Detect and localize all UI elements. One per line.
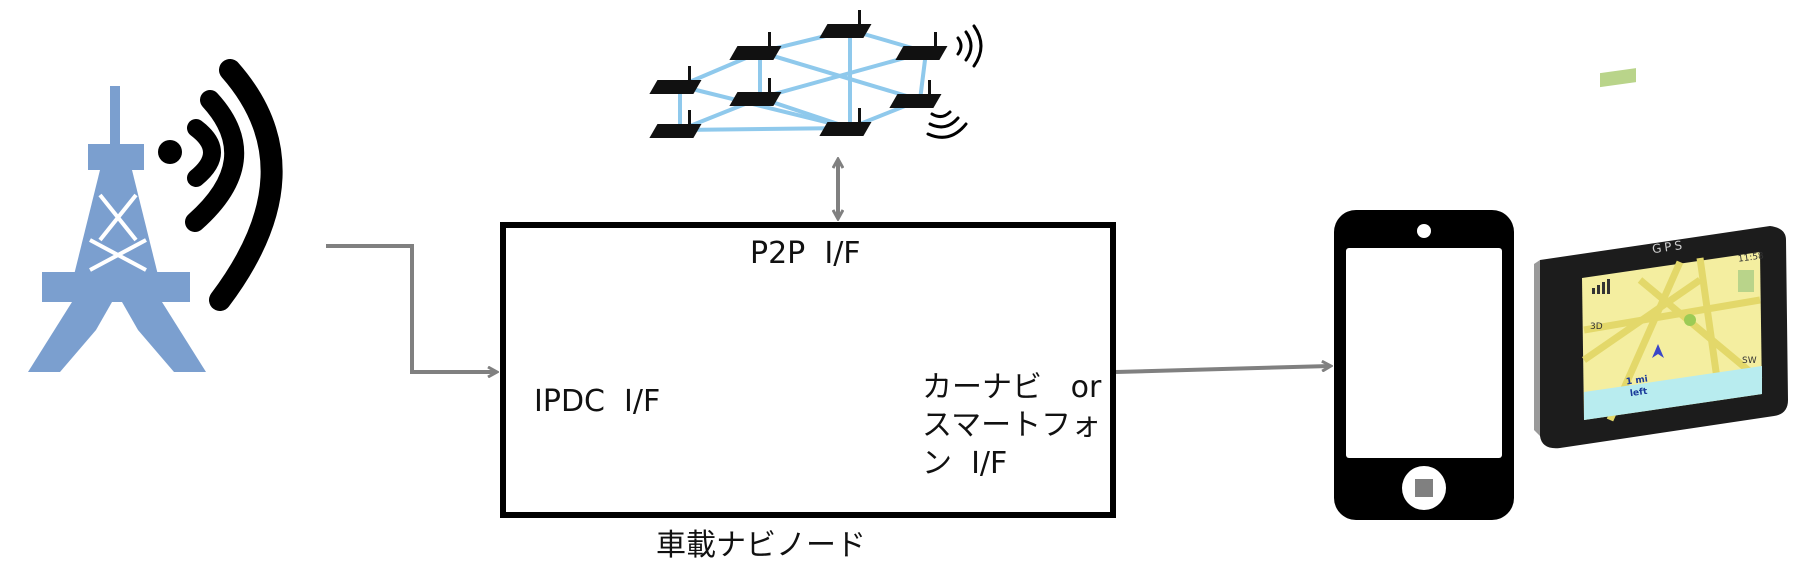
gps-heading-label: SW xyxy=(1742,356,1757,366)
tower-to-node-arrow xyxy=(326,244,496,372)
navi-interface-label-line1: カーナビ or xyxy=(922,370,1102,405)
broadcast-tower-icon xyxy=(28,86,206,372)
connector-arrows xyxy=(326,160,1330,372)
broadcast-wave-icon xyxy=(158,59,283,311)
ipdc-interface-label: IPDC I/F xyxy=(534,384,661,419)
gps-view-mode-label: 3D xyxy=(1590,322,1603,332)
navi-interface-label-line2: スマートフォ xyxy=(922,408,1102,443)
smartphone-icon xyxy=(1334,210,1514,520)
navi-interface-label-line3: ン I/F xyxy=(922,446,1008,481)
node-to-device-arrow xyxy=(1115,366,1330,374)
p2p-mesh-network-icon xyxy=(649,10,983,139)
p2p-interface-label: P2P I/F xyxy=(750,236,861,271)
wireless-signal-icon xyxy=(926,24,983,139)
car-navigation-gps-icon xyxy=(1534,68,1788,449)
vehicle-navi-node-box xyxy=(500,222,1116,518)
node-caption: 車載ナビノード xyxy=(656,528,866,563)
